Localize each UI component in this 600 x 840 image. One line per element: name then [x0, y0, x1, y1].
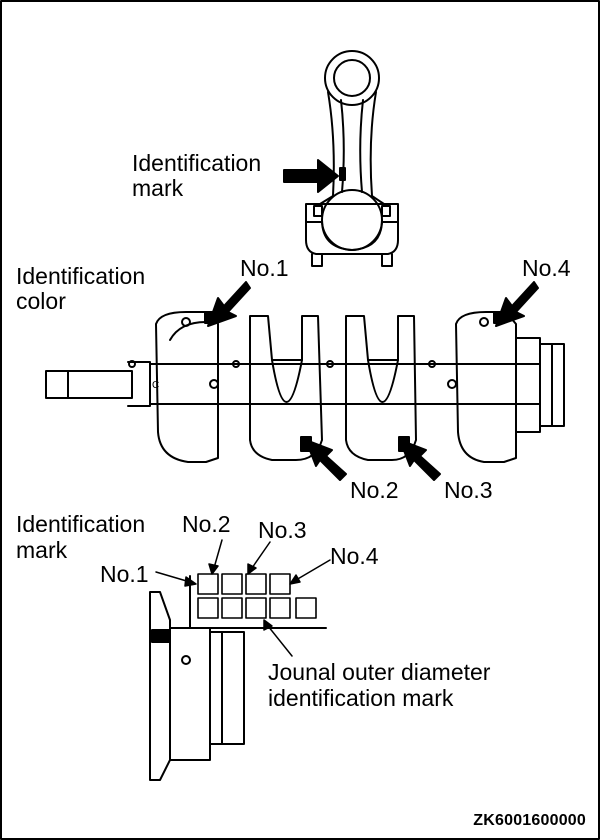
detail-label-no3: No.3: [258, 517, 307, 543]
crank-rear-detail: [149, 575, 327, 781]
journal-diameter-label-2: identification mark: [268, 685, 454, 711]
crankshaft: C: [45, 311, 565, 463]
identification-mark-boxes: [197, 573, 317, 619]
arrow-rod-mark: [283, 159, 339, 193]
figure-code: ZK6001600000: [473, 812, 586, 829]
detail-identification-mark-label-2: mark: [16, 537, 68, 563]
label-no1: No.1: [240, 255, 289, 281]
label-no2: No.2: [350, 477, 399, 503]
identification-color-label-2: color: [16, 288, 66, 314]
journal-diameter-label: Jounal outer diameter: [268, 659, 491, 685]
thin-leaders: [155, 539, 331, 657]
detail-label-no1: No.1: [100, 561, 149, 587]
thick-arrows: [207, 159, 539, 481]
arrow-no2: [305, 439, 347, 481]
detail-identification-mark-label: Identification: [16, 511, 146, 537]
connecting-rod: [305, 50, 399, 267]
svg-text:C: C: [152, 380, 159, 391]
arrow-no1: [207, 281, 251, 327]
rod-identification-mark-label: Identification: [132, 150, 262, 176]
rod-identification-mark-label-2: mark: [132, 175, 184, 201]
identification-color-label: Identification: [16, 263, 146, 289]
arrow-no4: [495, 281, 539, 327]
label-no3: No.3: [444, 477, 493, 503]
arrow-no3: [399, 439, 441, 481]
detail-label-no2: No.2: [182, 511, 231, 537]
detail-label-no4: No.4: [330, 543, 379, 569]
label-no4: No.4: [522, 255, 571, 281]
